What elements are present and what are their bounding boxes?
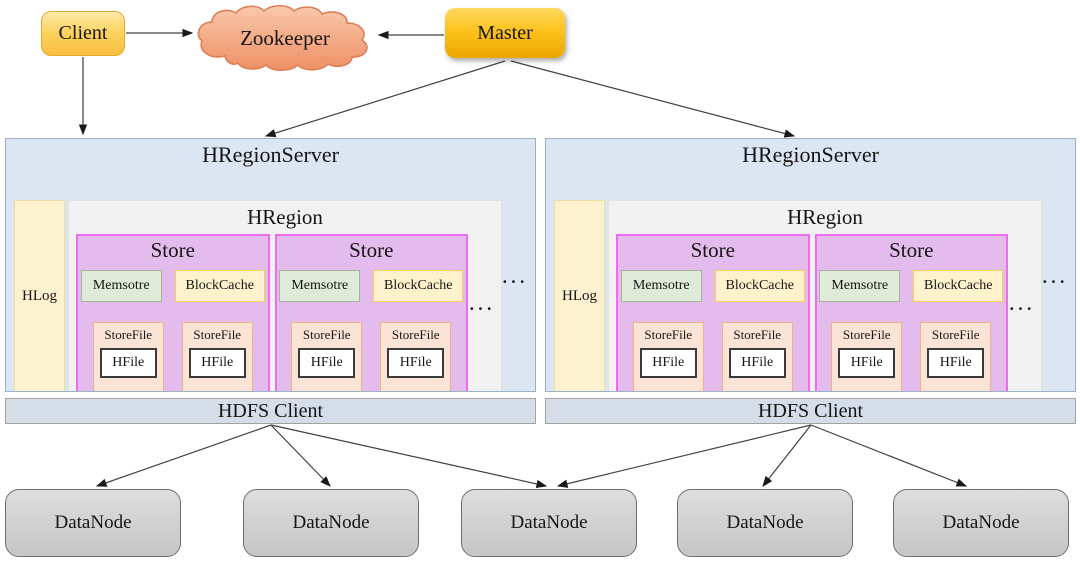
- storefile-label: StoreFile: [733, 327, 782, 342]
- zookeeper-label: Zookeeper: [240, 26, 330, 50]
- arrow-hdfsright-to-datanode5: [810, 424, 968, 487]
- storefile-box: StoreFile HFile: [92, 322, 164, 391]
- storefile-label: StoreFile: [302, 327, 351, 342]
- hregion-title: HRegion: [247, 205, 323, 229]
- hregion-title: HRegion: [787, 205, 863, 229]
- more-hregions-ellipsis: ···: [1041, 272, 1068, 291]
- datanode-3: DataNode: [461, 489, 637, 557]
- storefile-row: StoreFile HFile StoreFile HFile: [277, 322, 467, 391]
- more-stores-ellipsis: ···: [1008, 299, 1035, 318]
- storefile-label: StoreFile: [931, 327, 980, 342]
- cache-row: Memsotre BlockCache: [277, 270, 467, 302]
- more-hregions-ellipsis: ···: [501, 272, 528, 291]
- hlog-box: HLog: [14, 200, 65, 391]
- arrow-hdfsright-to-datanode4: [762, 424, 812, 487]
- storefile-label: StoreFile: [644, 327, 693, 342]
- hfile-box: HFile: [298, 348, 356, 378]
- master-node: Master: [445, 8, 565, 58]
- hfile-box: HFile: [99, 348, 157, 378]
- client-label: Client: [58, 22, 108, 44]
- datanode-5: DataNode: [893, 489, 1069, 557]
- blockcache-box: BlockCache: [714, 270, 805, 302]
- cache-row: Memsotre BlockCache: [78, 270, 268, 302]
- storefile-box: StoreFile HFile: [181, 322, 253, 391]
- storefile-box: StoreFile HFile: [380, 322, 452, 391]
- blockcache-box: BlockCache: [913, 270, 1004, 302]
- store-box: Store Memsotre BlockCache StoreFile HFil…: [814, 234, 1008, 391]
- arrow-hdfsleft-to-datanode2: [270, 424, 331, 487]
- blockcache-box: BlockCache: [373, 270, 464, 302]
- storefile-box: StoreFile HFile: [632, 322, 704, 391]
- storefile-label: StoreFile: [842, 327, 891, 342]
- store-title: Store: [349, 238, 394, 262]
- store-box: Store Memsotre BlockCache StoreFile HFil…: [274, 234, 468, 391]
- hlog-box: HLog: [554, 200, 605, 391]
- arrow-master-to-hregionserver-right: [510, 60, 796, 138]
- storefile-box: StoreFile HFile: [920, 322, 992, 391]
- hdfs-client-left: HDFS Client: [5, 398, 536, 424]
- cache-row: Memsotre BlockCache: [817, 270, 1007, 302]
- storefile-label: StoreFile: [193, 327, 242, 342]
- store-box: Store Memsotre BlockCache StoreFile HFil…: [76, 234, 270, 391]
- datanode-1: DataNode: [5, 489, 181, 557]
- memstore-box: Memsotre: [620, 270, 702, 302]
- store-box: Store Memsotre BlockCache StoreFile HFil…: [616, 234, 810, 391]
- storefile-label: StoreFile: [104, 327, 153, 342]
- hfile-box: HFile: [728, 348, 786, 378]
- hfile-box: HFile: [387, 348, 445, 378]
- store-title: Store: [889, 238, 934, 262]
- arrow-hdfsleft-to-datanode3: [270, 424, 548, 489]
- storefile-row: StoreFile HFile StoreFile HFile: [618, 322, 808, 391]
- hregion-box: HRegion Store Memsotre BlockCache StoreF…: [68, 200, 502, 391]
- arrow-hdfsleft-to-datanode1: [95, 424, 272, 487]
- hfile-box: HFile: [927, 348, 985, 378]
- hregionserver-right: HRegionServer HLog HRegion Store Memsotr…: [545, 138, 1076, 392]
- storefile-label: StoreFile: [391, 327, 440, 342]
- stores-row: Store Memsotre BlockCache StoreFile HFil…: [616, 234, 1008, 391]
- storefile-row: StoreFile HFile StoreFile HFile: [78, 322, 268, 391]
- blockcache-box: BlockCache: [174, 270, 265, 302]
- storefile-box: StoreFile HFile: [291, 322, 363, 391]
- datanode-4: DataNode: [677, 489, 853, 557]
- storefile-box: StoreFile HFile: [721, 322, 793, 391]
- more-stores-ellipsis: ···: [468, 299, 495, 318]
- hfile-box: HFile: [838, 348, 896, 378]
- stores-row: Store Memsotre BlockCache StoreFile HFil…: [76, 234, 468, 391]
- hfile-box: HFile: [639, 348, 697, 378]
- hdfs-client-right: HDFS Client: [545, 398, 1076, 424]
- storefile-box: StoreFile HFile: [831, 322, 903, 391]
- hfile-box: HFile: [188, 348, 246, 378]
- memstore-box: Memsotre: [279, 270, 361, 302]
- storefile-row: StoreFile HFile StoreFile HFile: [817, 322, 1007, 391]
- hregion-box: HRegion Store Memsotre BlockCache StoreF…: [608, 200, 1042, 391]
- memstore-box: Memsotre: [819, 270, 901, 302]
- zookeeper-cloud: Zookeeper: [197, 4, 368, 72]
- hregionserver-title: HRegionServer: [742, 142, 879, 167]
- cache-row: Memsotre BlockCache: [618, 270, 808, 302]
- datanode-2: DataNode: [243, 489, 419, 557]
- client-node: Client: [41, 11, 125, 56]
- master-label: Master: [477, 21, 533, 44]
- store-title: Store: [150, 238, 195, 262]
- arrow-hdfsright-to-datanode3: [556, 424, 812, 488]
- hregionserver-left: HRegionServer HLog HRegion Store Memsotr…: [5, 138, 536, 392]
- memstore-box: Memsotre: [80, 270, 162, 302]
- hregionserver-title: HRegionServer: [202, 142, 339, 167]
- store-title: Store: [690, 238, 735, 262]
